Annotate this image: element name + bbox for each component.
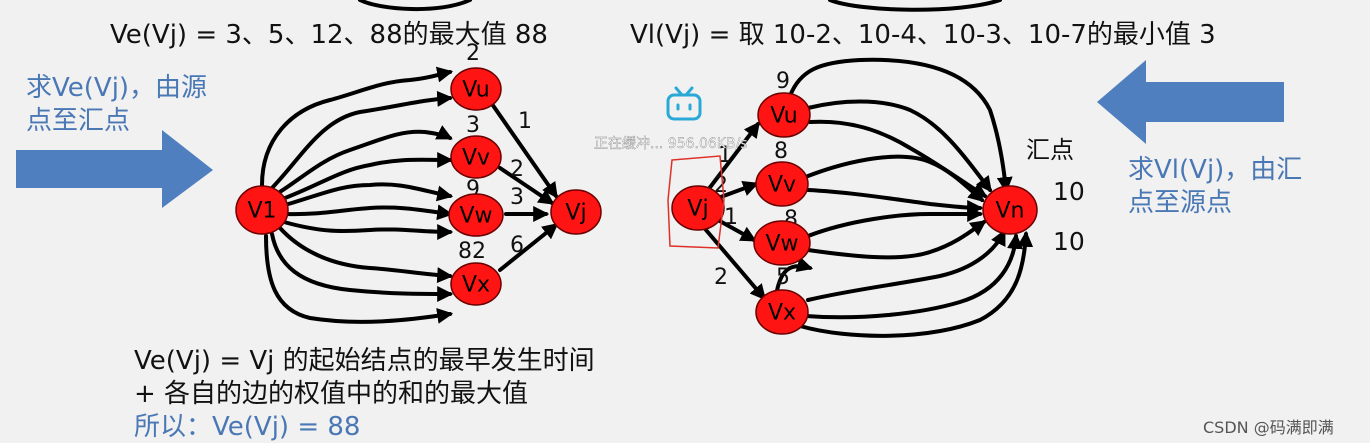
svg-text:Vx: Vx [768,301,796,326]
svg-text:Vn: Vn [996,199,1025,224]
right-node-vj: Vj [671,185,725,231]
weight-vv-vn: 8 [774,139,788,164]
weight-v1-vx: 82 [458,239,486,264]
left-node-vj: Vj [550,189,602,235]
svg-text:Vv: Vv [462,146,490,171]
svg-text:Vv: Vv [768,173,796,198]
svg-text:Vw: Vw [459,204,492,229]
svg-text:Vj: Vj [565,201,586,226]
weight-vj-vv: 2 [714,173,728,198]
right-node-vn: Vn [982,185,1038,235]
weight-vx-vj: 6 [510,233,524,258]
vl-result-text: Vl(Vj) = 取 10-2、10-4、10-3、10-7的最小值 3 [630,20,1216,50]
csdn-credit: CSDN @码满即满 [1203,418,1334,437]
right-graph-edges [704,57,1034,338]
weight-v1-vu: 2 [466,41,480,66]
weight-vj-vx: 2 [714,265,728,290]
left-arrow-caption: 求Ve(Vj)，由源 点至汇点 [26,73,208,136]
weight-vw-vj: 3 [510,185,524,210]
right-node-vv: Vv [755,161,809,207]
right-node-vw: Vw [753,220,811,266]
svg-text:Vu: Vu [770,104,798,129]
weight-vj-vw: 1 [724,205,738,230]
conclusion-text: 所以：Ve(Vj) = 88 [134,412,361,442]
left-node-vw: Vw [448,193,504,237]
left-node-vx: Vx [450,262,502,306]
left-graph-edges [260,66,559,324]
weight-vu-vn: 9 [776,69,790,94]
ve-result-text: Ve(Vj) = 3、5、12、88的最大值 88 [110,20,548,50]
weight-vu-vj: 1 [518,109,532,134]
right-node-vu: Vu [757,92,811,138]
top-left-fragment [358,0,472,12]
right-direction-arrow [1097,60,1284,144]
sink-value-1: 10 [1053,177,1085,206]
top-right-fragment [828,0,1002,12]
svg-text:Vu: Vu [462,78,490,103]
definition-line-2: + 各自的边的权值中的和的最大值 [134,379,529,409]
svg-text:V1: V1 [247,199,276,224]
left-node-vv: Vv [450,135,502,179]
tv-icon [666,86,702,121]
weight-v1-vv: 3 [466,113,480,138]
highlight-box [667,155,725,249]
weight-vj-vu: 1 [718,143,732,168]
left-direction-arrow [16,130,213,208]
definition-line-1: Ve(Vj) = Vj 的起始结点的最早发生时间 [134,346,595,376]
sink-label: 汇点 [1026,136,1074,164]
sink-value-2: 10 [1053,227,1085,256]
svg-text:Vj: Vj [687,197,708,222]
left-node-v1: V1 [235,185,289,235]
left-node-vu: Vu [450,67,502,111]
svg-text:Vw: Vw [765,232,798,257]
weight-vv-vj: 2 [510,157,524,182]
loading-status: 正在缓冲... 956.06KB/s [594,136,748,152]
svg-text:Vx: Vx [462,273,490,298]
right-arrow-caption: 求Vl(Vj)，由汇 点至源点 [1128,155,1303,218]
right-node-vx: Vx [755,289,809,335]
weight-vx-vn: 5 [776,265,790,290]
